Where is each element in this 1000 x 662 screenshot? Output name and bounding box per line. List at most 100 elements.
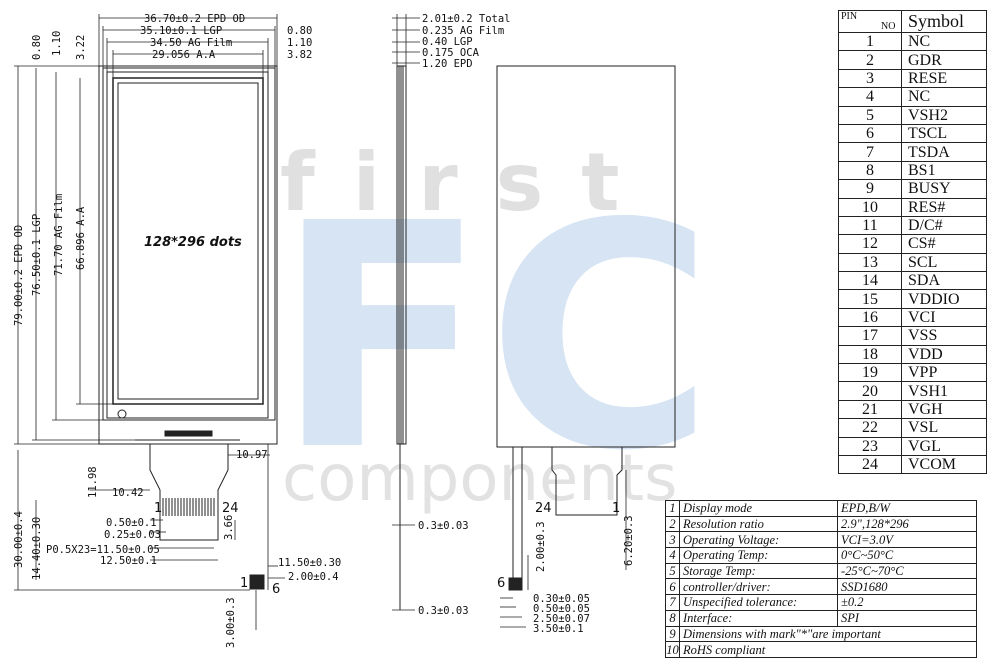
pin-number: 4: [838, 87, 902, 107]
pin-number: 5: [838, 105, 902, 125]
pin-number: 18: [838, 344, 902, 365]
pin-symbol: VCOM: [901, 454, 987, 475]
pin-symbol: VSL: [901, 418, 987, 438]
active-area-outline: [112, 77, 264, 405]
no-header-label: NO: [881, 21, 896, 32]
spec-key: Resolution ratio: [679, 515, 838, 533]
watermark-first: first: [280, 136, 658, 229]
pin-symbol: VGL: [901, 436, 987, 456]
spec-key: Interface:: [679, 609, 838, 627]
dim-side-ag: 0.235 AG Film: [422, 25, 504, 37]
side-dimension-lines: [392, 14, 420, 611]
pin-symbol: VSS: [901, 326, 987, 346]
ag-film-outline: [106, 71, 269, 419]
connector-block: [249, 574, 265, 590]
dim-left-080: 0.80: [31, 35, 43, 60]
pin-number: 8: [838, 160, 902, 181]
side-view: [392, 14, 420, 611]
dim-fpc-200: 2.00±0.4: [288, 571, 339, 583]
spec-value: SSD1680: [837, 578, 977, 596]
active-area-inner: [117, 82, 259, 400]
spec-index: 8: [665, 609, 680, 627]
dim-back-200: 2.00±0.3: [535, 521, 547, 572]
spec-index: 9: [665, 625, 680, 643]
dim-side-fpc-1: 0.3±0.03: [418, 520, 469, 532]
watermark-components: components: [282, 442, 677, 516]
pin-symbol: D/C#: [901, 215, 987, 236]
dim-side-oca: 0.175 OCA: [422, 47, 480, 59]
pin-number: 14: [838, 271, 902, 291]
dim-epd-od-width: 36.70±0.2 EPD OD: [144, 13, 245, 25]
pin-number: 12: [838, 234, 902, 254]
pin-symbol: VGH: [901, 399, 987, 420]
spec-key: Display mode: [679, 500, 838, 517]
spec-key: Unspecified tolerance:: [679, 594, 838, 611]
dim-back-250: 2.50±0.07: [533, 613, 590, 625]
dim-side-lgp: 0.40 LGP: [422, 36, 473, 48]
pin-number: 13: [838, 252, 902, 273]
fpc-contacts: [162, 498, 215, 516]
spec-value: 2.9",128*296: [837, 515, 977, 533]
dim-fpc-1250: 12.50±0.1: [100, 555, 157, 567]
dim-back-350: 3.50±0.1: [533, 623, 584, 635]
dim-side-epd: 1.20 EPD: [422, 58, 473, 70]
dim-fpc-3000: 30.00±0.4: [13, 511, 25, 568]
pin-number: 22: [838, 418, 902, 438]
pin-symbol: VDDIO: [901, 289, 987, 309]
dim-side-fpc-2: 0.3±0.03: [418, 605, 469, 617]
spec-value: VCI=3.0V: [837, 531, 977, 549]
pin-number: 6: [838, 123, 902, 144]
dim-aa-width: 29.056 A.A: [152, 49, 216, 61]
pin-number: 3: [838, 68, 902, 89]
symbol-header: Symbol: [901, 10, 987, 33]
pin-symbol: VDD: [901, 344, 987, 365]
pin-number: 16: [838, 307, 902, 328]
pin-symbol: VSH2: [901, 105, 987, 125]
pin-symbol: BS1: [901, 160, 987, 181]
pin-number: 17: [838, 326, 902, 346]
spec-index: 3: [665, 531, 680, 549]
pin-symbol: NC: [901, 31, 987, 52]
spec-value: ±0.2: [837, 594, 977, 611]
dim-1198: 11.98: [87, 466, 99, 498]
front-conn-1: 1: [240, 576, 248, 591]
alignment-hole: [117, 409, 127, 419]
back-pin-1: 1: [612, 501, 620, 516]
dim-fpc-050: 0.50±0.1: [106, 517, 157, 529]
spec-value: -25°C~70°C: [837, 562, 977, 580]
dim-back-030: 0.30±0.05: [533, 593, 590, 605]
dim-epd-od-height: 79.00±0.2 EPD OD: [13, 225, 25, 326]
back-connector: [508, 577, 523, 591]
pin-header-label: PIN: [841, 11, 858, 22]
front-pin-24: 24: [222, 501, 239, 516]
pin-number: 2: [838, 50, 902, 70]
spec-index: 4: [665, 547, 680, 564]
top-dimension-lines: [98, 14, 278, 78]
dim-fpc-300: 3.00±0.3: [225, 597, 237, 648]
dim-lgp-width: 35.10±0.1 LGP: [140, 25, 222, 37]
dim-back-620: 6.20±0.3: [623, 515, 635, 566]
dim-right-110: 1.10: [287, 37, 312, 49]
